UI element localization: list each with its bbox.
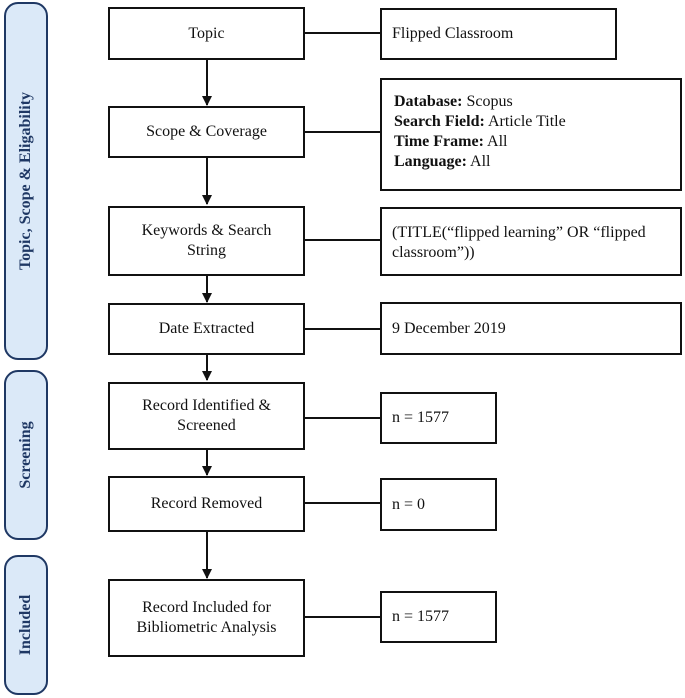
removed-count: n = 0 — [392, 495, 426, 513]
detail-removed-count: n = 0 — [380, 478, 497, 531]
phase-topic-scope-eligibility: Topic, Scope & Eligability — [4, 2, 48, 360]
scope-row-time-frame: Time Frame: All — [394, 132, 680, 152]
step-scope-coverage: Scope & Coverage — [108, 106, 305, 158]
step-record-identified-screened: Record Identified & Screened — [108, 382, 305, 450]
scope-value: Scopus — [466, 93, 513, 110]
step-label: Record Included for Bibliometric Analysi… — [136, 599, 277, 636]
scope-value: Article Title — [487, 113, 566, 130]
phase-screening: Screening — [4, 370, 48, 540]
scope-row-language: Language: All — [394, 152, 680, 172]
detail-date-extracted: 9 December 2019 — [380, 302, 682, 355]
detail-included-count: n = 1577 — [380, 591, 497, 643]
scope-value: All — [487, 133, 508, 150]
step-label: Scope & Coverage — [146, 123, 267, 140]
date-value: 9 December 2019 — [392, 319, 506, 337]
step-keywords-search-string: Keywords & Search String — [108, 206, 305, 276]
step-label: Date Extracted — [158, 320, 255, 337]
scope-field: Language: — [394, 153, 467, 170]
included-count: n = 1577 — [392, 608, 450, 625]
scope-field: Search Field: — [394, 113, 485, 130]
step-date-extracted: Date Extracted — [108, 303, 305, 355]
detail-identified-count: n = 1577 — [380, 392, 497, 444]
step-topic: Topic — [108, 7, 305, 60]
step-label: Keywords & Search String — [141, 222, 272, 259]
step-record-included: Record Included for Bibliometric Analysi… — [108, 579, 305, 657]
keywords-value: (TITLE(“flipped learning” OR “flipped cl… — [392, 224, 646, 261]
identified-count: n = 1577 — [392, 409, 450, 426]
detail-scope: Database: Scopus Search Field: Article T… — [380, 78, 682, 191]
scope-field: Time Frame: — [394, 133, 484, 150]
step-label: Record Removed — [150, 495, 263, 512]
detail-keywords: (TITLE(“flipped learning” OR “flipped cl… — [380, 207, 682, 276]
scope-field: Database: — [394, 93, 463, 110]
step-record-removed: Record Removed — [108, 476, 305, 532]
scope-row-search-field: Search Field: Article Title — [394, 112, 680, 132]
scope-row-database: Database: Scopus — [394, 92, 680, 112]
phase-included: Included — [4, 555, 48, 695]
step-label: Record Identified & Screened — [142, 397, 271, 434]
detail-topic: Flipped Classroom — [380, 8, 617, 60]
scope-value: All — [470, 153, 491, 170]
step-label: Topic — [188, 24, 225, 42]
topic-value: Flipped Classroom — [392, 25, 514, 42]
